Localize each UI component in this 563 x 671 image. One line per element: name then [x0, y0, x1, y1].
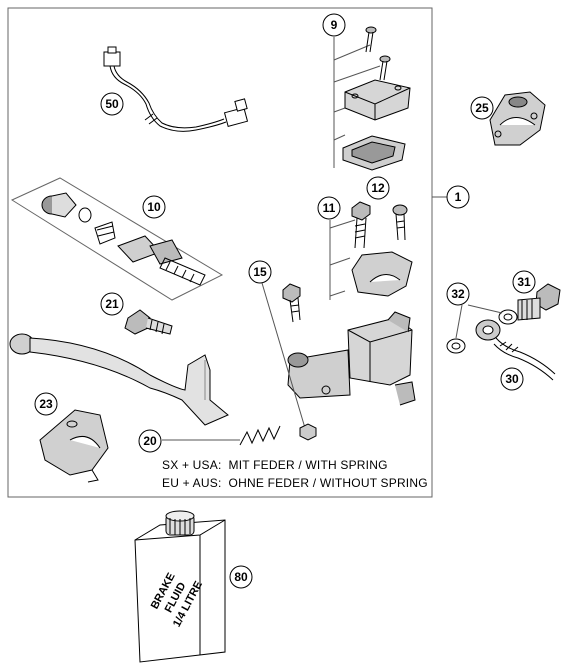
callout-20-label: 20 [143, 434, 157, 448]
callout-12: 12 [366, 176, 390, 200]
callout-15: 15 [248, 260, 272, 284]
callout-20: 20 [138, 429, 162, 453]
callout-32-label: 32 [451, 287, 465, 301]
callout-21-label: 21 [105, 297, 119, 311]
adjuster-21 [124, 309, 173, 335]
master-cylinder [287, 311, 416, 406]
callout-23: 23 [34, 392, 58, 416]
switch-cable-50 [103, 46, 249, 132]
callout-30: 30 [500, 367, 524, 391]
spring-20 [162, 425, 281, 446]
spring-note-usa: SX + USA: MIT FEDER / WITH SPRING [162, 458, 388, 472]
callout-25-label: 25 [475, 101, 489, 115]
piston-kit-10 [10, 177, 224, 301]
callout-31-label: 31 [517, 275, 531, 289]
callout-30-label: 30 [505, 372, 519, 386]
callout-31: 31 [512, 270, 536, 294]
callout-1: 1 [446, 185, 470, 209]
callout-12-label: 12 [371, 181, 385, 195]
screw-9a [365, 26, 377, 53]
nut-15 [299, 423, 317, 441]
bracket-11 [329, 219, 356, 300]
callout-15-label: 15 [253, 265, 267, 279]
clamp-23 [39, 409, 109, 483]
callout-9: 9 [322, 13, 346, 37]
bolt-12b [392, 204, 408, 241]
callout-32: 32 [446, 282, 470, 306]
clamp-25 [489, 91, 546, 146]
banjo-bolt-31 [517, 283, 561, 321]
callout-10: 10 [142, 195, 166, 219]
callout-50-label: 50 [105, 97, 119, 111]
callout-11: 11 [317, 196, 341, 220]
brake-lever [9, 333, 229, 426]
washer-32 [446, 304, 518, 354]
bolt-15 [282, 283, 301, 323]
brake-fluid-can [134, 510, 226, 663]
assembly-frame [7, 7, 433, 498]
callout-25: 25 [470, 96, 494, 120]
reservoir-cap [344, 79, 411, 121]
callout-11-label: 11 [323, 201, 336, 215]
cap-diaphragm [342, 135, 406, 171]
callout-80-label: 80 [234, 570, 248, 584]
callout-21: 21 [100, 292, 124, 316]
callout-9-label: 9 [331, 18, 338, 32]
screw-9b [379, 55, 391, 81]
bolt-12a [351, 201, 371, 249]
callout-50: 50 [100, 92, 124, 116]
upper-clamp [351, 251, 413, 297]
callout-1-label: 1 [455, 190, 462, 204]
spring-note-eu: EU + AUS: OHNE FEDER / WITHOUT SPRING [162, 476, 428, 490]
leader-15 [261, 282, 306, 429]
callout-80: 80 [229, 565, 253, 589]
brake-line-30 [475, 319, 556, 381]
callout-10-label: 10 [147, 200, 161, 214]
bracket-9 [333, 37, 381, 168]
callout-23-label: 23 [39, 397, 53, 411]
